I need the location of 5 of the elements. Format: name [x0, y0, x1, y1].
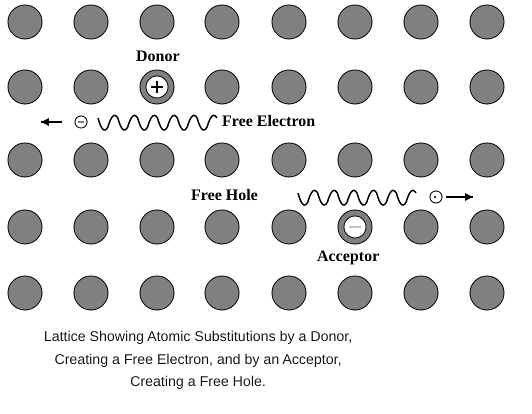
text-label: Donor	[136, 49, 180, 65]
text-label: Free Hole	[191, 188, 258, 204]
text-label: Free Electron	[222, 114, 316, 130]
text-label: Acceptor	[317, 249, 380, 265]
caption: Lattice Showing Atomic Substitutions by a Donor, Creating a Free Electron, and by an Acceptor, Creating a Free Hole.	[42, 328, 354, 392]
